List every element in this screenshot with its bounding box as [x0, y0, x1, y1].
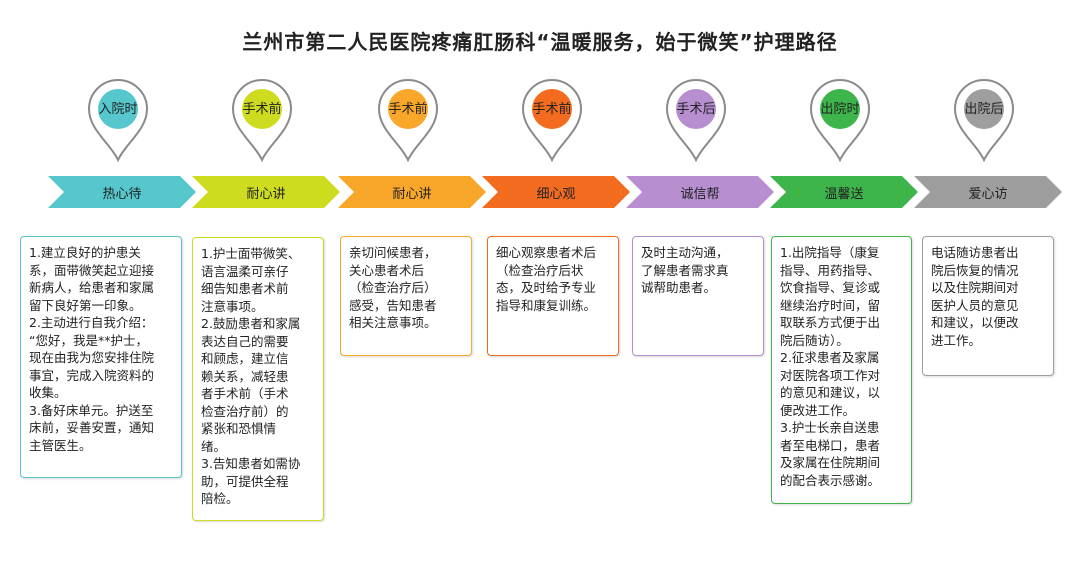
stage-pin-3: 手术前 [377, 78, 439, 162]
stage-arrow-label: 细心观 [536, 187, 576, 202]
stage-pin-7: 出院后 [953, 78, 1015, 162]
stage-arrow-label: 耐心讲 [246, 187, 286, 202]
stage-pin-6: 出院时 [809, 78, 871, 162]
chevron-right-icon [914, 176, 1062, 208]
stage-arrow-label: 热心待 [102, 187, 142, 202]
stage-description-1: 1.建立良好的护患关 系，面带微笑起立迎接 新病人，给患者和家属 留下良好第一印… [20, 236, 182, 478]
chevron-right-icon [626, 176, 774, 208]
map-pin-icon [665, 79, 727, 162]
stage-arrow-1: 热心待 [48, 176, 196, 208]
stage-description-5: 及时主动沟通， 了解患者需求真 诚帮助患者。 [632, 236, 764, 356]
stage-pin-label: 手术前 [532, 102, 572, 117]
map-pin-icon [87, 79, 149, 162]
stage-pin-label: 手术前 [242, 102, 282, 117]
stage-description-2: 1.护士面带微笑、 语言温柔可亲仔 细告知患者术前 注意事项。 2.鼓励患者和家… [192, 237, 324, 521]
stage-description-4: 细心观察患者术后 （检查治疗后状 态，及时给予专业 指导和康复训练。 [487, 236, 619, 356]
chevron-right-icon [48, 176, 196, 208]
stage-pin-label: 入院时 [98, 102, 138, 117]
stage-pin-2: 手术前 [231, 78, 293, 162]
stage-pin-5: 手术后 [665, 78, 727, 162]
map-pin-icon [377, 79, 439, 162]
map-pin-icon [231, 79, 293, 162]
chevron-right-icon [482, 176, 630, 208]
map-pin-icon [809, 79, 871, 162]
stage-pin-label: 出院后 [964, 102, 1004, 117]
stage-arrow-5: 诚信帮 [626, 176, 774, 208]
stage-arrow-label: 温馨送 [824, 187, 864, 202]
stage-description-3: 亲切问候患者， 关心患者术后 （检查治疗后） 感受，告知患者 相关注意事项。 [340, 236, 472, 356]
stage-description-6: 1.出院指导（康复 指导、用药指导、 饮食指导、复诊或 继续治疗时间，留 取联系… [771, 236, 912, 504]
stage-arrow-label: 爱心访 [968, 187, 1008, 202]
stage-pin-label: 手术后 [676, 102, 716, 117]
stage-arrow-3: 耐心讲 [338, 176, 486, 208]
stage-pin-4: 手术前 [521, 78, 583, 162]
stage-arrow-label: 耐心讲 [392, 187, 432, 202]
page-title: 兰州市第二人民医院疼痛肛肠科“温暖服务，始于微笑”护理路径 [242, 30, 838, 54]
stage-pin-label: 手术前 [388, 102, 428, 117]
map-pin-icon [953, 79, 1015, 162]
chevron-right-icon [192, 176, 340, 208]
stage-arrow-7: 爱心访 [914, 176, 1062, 208]
chevron-right-icon [770, 176, 918, 208]
stage-arrow-2: 耐心讲 [192, 176, 340, 208]
map-pin-icon [521, 79, 583, 162]
stage-arrow-label: 诚信帮 [680, 187, 720, 202]
stage-arrow-6: 温馨送 [770, 176, 918, 208]
stage-description-7: 电话随访患者出 院后恢复的情况 以及住院期间对 医护人员的意见 和建议，以便改 … [922, 236, 1054, 376]
stage-pin-label: 出院时 [820, 102, 860, 117]
stage-arrow-4: 细心观 [482, 176, 630, 208]
stage-pin-1: 入院时 [87, 78, 149, 162]
chevron-right-icon [338, 176, 486, 208]
